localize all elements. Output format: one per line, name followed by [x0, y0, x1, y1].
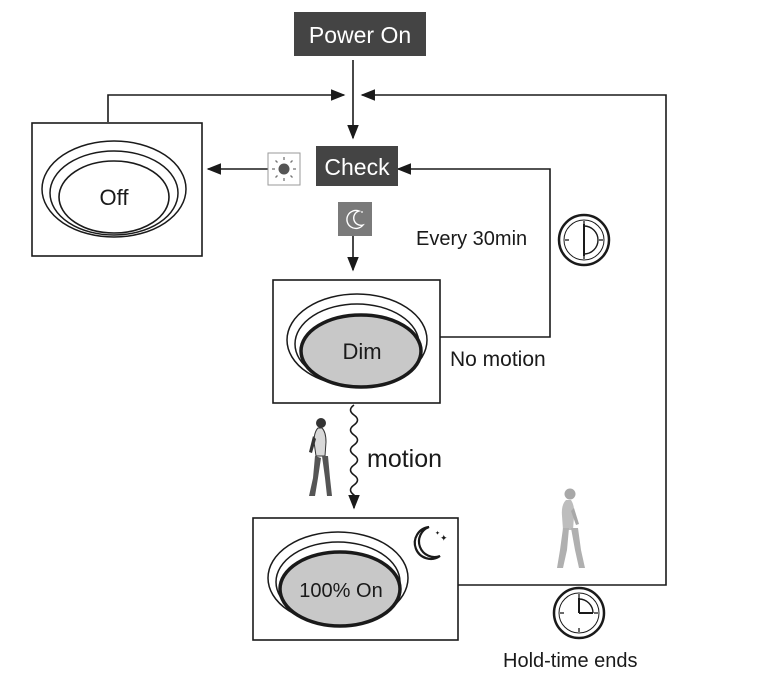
no-motion-label: No motion [450, 348, 546, 371]
loop-dim-to-check [396, 163, 551, 338]
every-30min-label: Every 30min [416, 228, 527, 250]
motion-wave [348, 404, 360, 510]
loop-off-to-main [107, 89, 346, 122]
dim-state-panel: Dim [272, 279, 441, 404]
svg-text:✦: ✦ [435, 530, 440, 537]
clock-icon [557, 213, 611, 267]
power-on-label: Power On [309, 22, 411, 48]
off-state-panel: Off [31, 122, 203, 257]
check-node: Check [316, 146, 398, 186]
on-label: 100% On [299, 580, 382, 602]
connectors [107, 60, 667, 586]
power-on-node: Power On [294, 12, 426, 56]
person-walking-out-icon [557, 488, 585, 568]
loop-on-to-main [360, 89, 667, 586]
moon-stars-icon: ✦ ✦ [413, 525, 448, 560]
hold-timer-clock-icon [552, 586, 606, 640]
motion-label: motion [367, 445, 442, 473]
hold-time-ends-label: Hold-time ends [503, 650, 638, 672]
svg-text:✦: ✦ [440, 534, 448, 544]
moon-icon [338, 202, 372, 236]
dim-label: Dim [342, 339, 381, 364]
sun-icon [267, 152, 301, 186]
on-state-panel: 100% On ✦ ✦ [252, 517, 459, 641]
check-label: Check [324, 154, 390, 180]
person-icon [309, 418, 332, 496]
off-label: Off [100, 185, 130, 210]
